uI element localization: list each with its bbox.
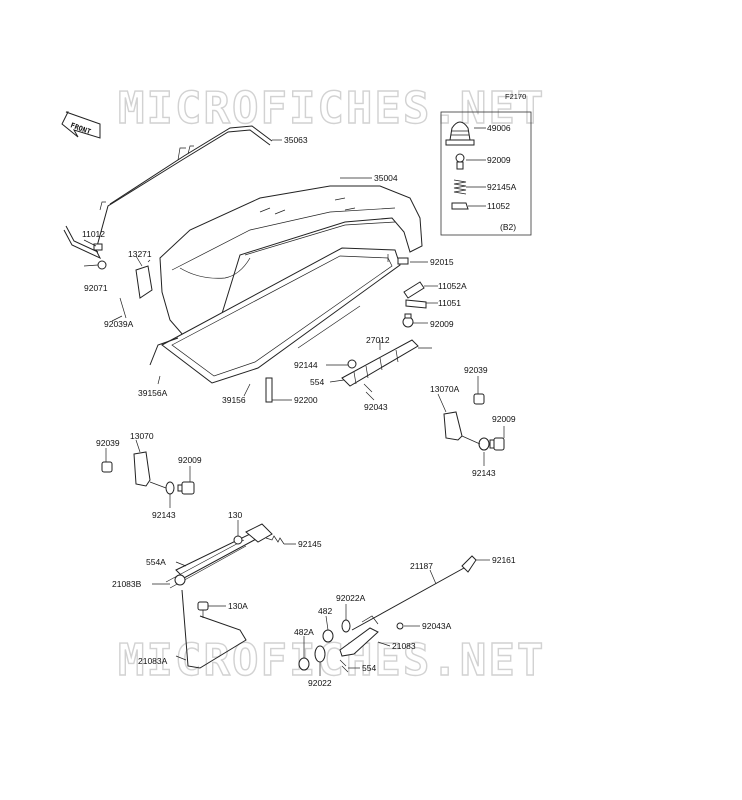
label-554[interactable]: 554 bbox=[310, 377, 324, 387]
label-482[interactable]: 482 bbox=[318, 606, 332, 616]
label-35004[interactable]: 35004 bbox=[374, 173, 398, 183]
label-13070A[interactable]: 13070A bbox=[430, 384, 460, 394]
label-92039-right[interactable]: 92039 bbox=[464, 365, 488, 375]
label-554A[interactable]: 554A bbox=[146, 557, 166, 567]
label-92161[interactable]: 92161 bbox=[492, 555, 516, 565]
nut-92015 bbox=[397, 257, 409, 265]
inset-part-2: 92009 bbox=[487, 155, 511, 165]
label-92143-left[interactable]: 92143 bbox=[152, 510, 176, 520]
label-92071[interactable]: 92071 bbox=[84, 283, 108, 293]
label-35063[interactable]: 35063 bbox=[284, 135, 308, 145]
washer-92022 bbox=[314, 645, 326, 663]
washer-92022A bbox=[341, 619, 351, 633]
nut-92144 bbox=[347, 359, 357, 369]
spring-92145 bbox=[265, 535, 285, 545]
label-27012[interactable]: 27012 bbox=[366, 335, 390, 345]
label-92022[interactable]: 92022 bbox=[308, 678, 332, 688]
pin-92200 bbox=[265, 377, 273, 403]
clip-icon bbox=[451, 202, 469, 210]
label-92039-left[interactable]: 92039 bbox=[96, 438, 120, 448]
inset-part-3: 92145A bbox=[487, 182, 517, 192]
label-92009-lower-right[interactable]: 92009 bbox=[492, 414, 516, 424]
spring-icon bbox=[453, 179, 467, 195]
bracket-11052A bbox=[403, 281, 425, 299]
label-92143-right[interactable]: 92143 bbox=[472, 468, 496, 478]
seat-pan bbox=[161, 247, 401, 384]
bracket-92161 bbox=[461, 555, 477, 573]
clip-11012 bbox=[93, 243, 103, 251]
label-92015[interactable]: 92015 bbox=[430, 257, 454, 267]
label-92145[interactable]: 92145 bbox=[298, 539, 322, 549]
label-554-lower[interactable]: 554 bbox=[362, 663, 376, 673]
rod-21187 bbox=[351, 567, 471, 631]
lever-assembly-21083B bbox=[165, 523, 273, 589]
label-21083A[interactable]: 21083A bbox=[138, 656, 168, 666]
bolt-130A bbox=[197, 601, 209, 618]
label-92043[interactable]: 92043 bbox=[364, 402, 388, 412]
inset-box: 49006 92009 92145A 11052 (B2) bbox=[440, 111, 532, 236]
bracket-13271 bbox=[135, 265, 153, 299]
washer-482 bbox=[322, 629, 334, 643]
label-13271[interactable]: 13271 bbox=[128, 249, 152, 259]
bolt-92009-right bbox=[402, 313, 414, 328]
label-11052A[interactable]: 11052A bbox=[438, 281, 467, 291]
label-92022A[interactable]: 92022A bbox=[336, 593, 366, 603]
label-92009-left[interactable]: 92009 bbox=[178, 455, 202, 465]
washer-92143-left bbox=[165, 481, 175, 495]
label-92039A[interactable]: 92039A bbox=[104, 319, 134, 329]
bracket-13070 bbox=[133, 451, 151, 487]
label-39156A[interactable]: 39156A bbox=[138, 388, 168, 398]
bracket-21083-top bbox=[361, 615, 379, 625]
inset-label: (B2) bbox=[500, 222, 516, 232]
bolt-92009-lower-right bbox=[489, 437, 505, 451]
label-39156[interactable]: 39156 bbox=[222, 395, 246, 405]
label-92144[interactable]: 92144 bbox=[294, 360, 318, 370]
lever-21083A bbox=[181, 589, 247, 669]
latch-27012 bbox=[341, 339, 419, 387]
lever-21083 bbox=[339, 627, 379, 657]
label-13070[interactable]: 13070 bbox=[130, 431, 154, 441]
inset-part-1: 49006 bbox=[487, 123, 511, 133]
bracket-rod bbox=[149, 337, 179, 366]
screw-92039A bbox=[119, 297, 127, 319]
label-21187[interactable]: 21187 bbox=[410, 561, 433, 571]
label-92009-right[interactable]: 92009 bbox=[430, 319, 454, 329]
pin-92043A bbox=[396, 622, 404, 630]
label-21083B[interactable]: 21083B bbox=[112, 579, 142, 589]
bolt-icon bbox=[455, 153, 465, 170]
washer-92143-right bbox=[478, 437, 490, 451]
washer-92071 bbox=[97, 260, 107, 270]
watermark-top: MICROFICHES.NET bbox=[118, 83, 545, 134]
label-130[interactable]: 130 bbox=[228, 510, 242, 520]
label-92043A[interactable]: 92043A bbox=[422, 621, 452, 631]
plate-11051 bbox=[405, 299, 427, 309]
pin-554-lower bbox=[339, 659, 349, 673]
screw-92039-right bbox=[473, 393, 485, 405]
screw-92039-left bbox=[101, 461, 113, 473]
inset-part-4: 11052 bbox=[487, 201, 510, 211]
label-482A[interactable]: 482A bbox=[294, 627, 314, 637]
bracket-13070A bbox=[443, 411, 463, 441]
damper-icon bbox=[445, 121, 475, 146]
grab-rod bbox=[63, 125, 273, 260]
label-21083[interactable]: 21083 bbox=[392, 641, 416, 651]
label-130A[interactable]: 130A bbox=[228, 601, 248, 611]
label-11051[interactable]: 11051 bbox=[438, 298, 461, 308]
washer-482A bbox=[298, 657, 310, 671]
diagram-code: F2170 bbox=[505, 92, 526, 101]
front-arrow-icon: FRONT bbox=[61, 111, 101, 139]
cable-line bbox=[297, 305, 361, 349]
label-11012[interactable]: 11012 bbox=[82, 229, 105, 239]
label-92200[interactable]: 92200 bbox=[294, 395, 318, 405]
bolt-92009-left bbox=[177, 481, 195, 495]
watermark-bottom: MICROFICHES.NET bbox=[118, 635, 545, 686]
